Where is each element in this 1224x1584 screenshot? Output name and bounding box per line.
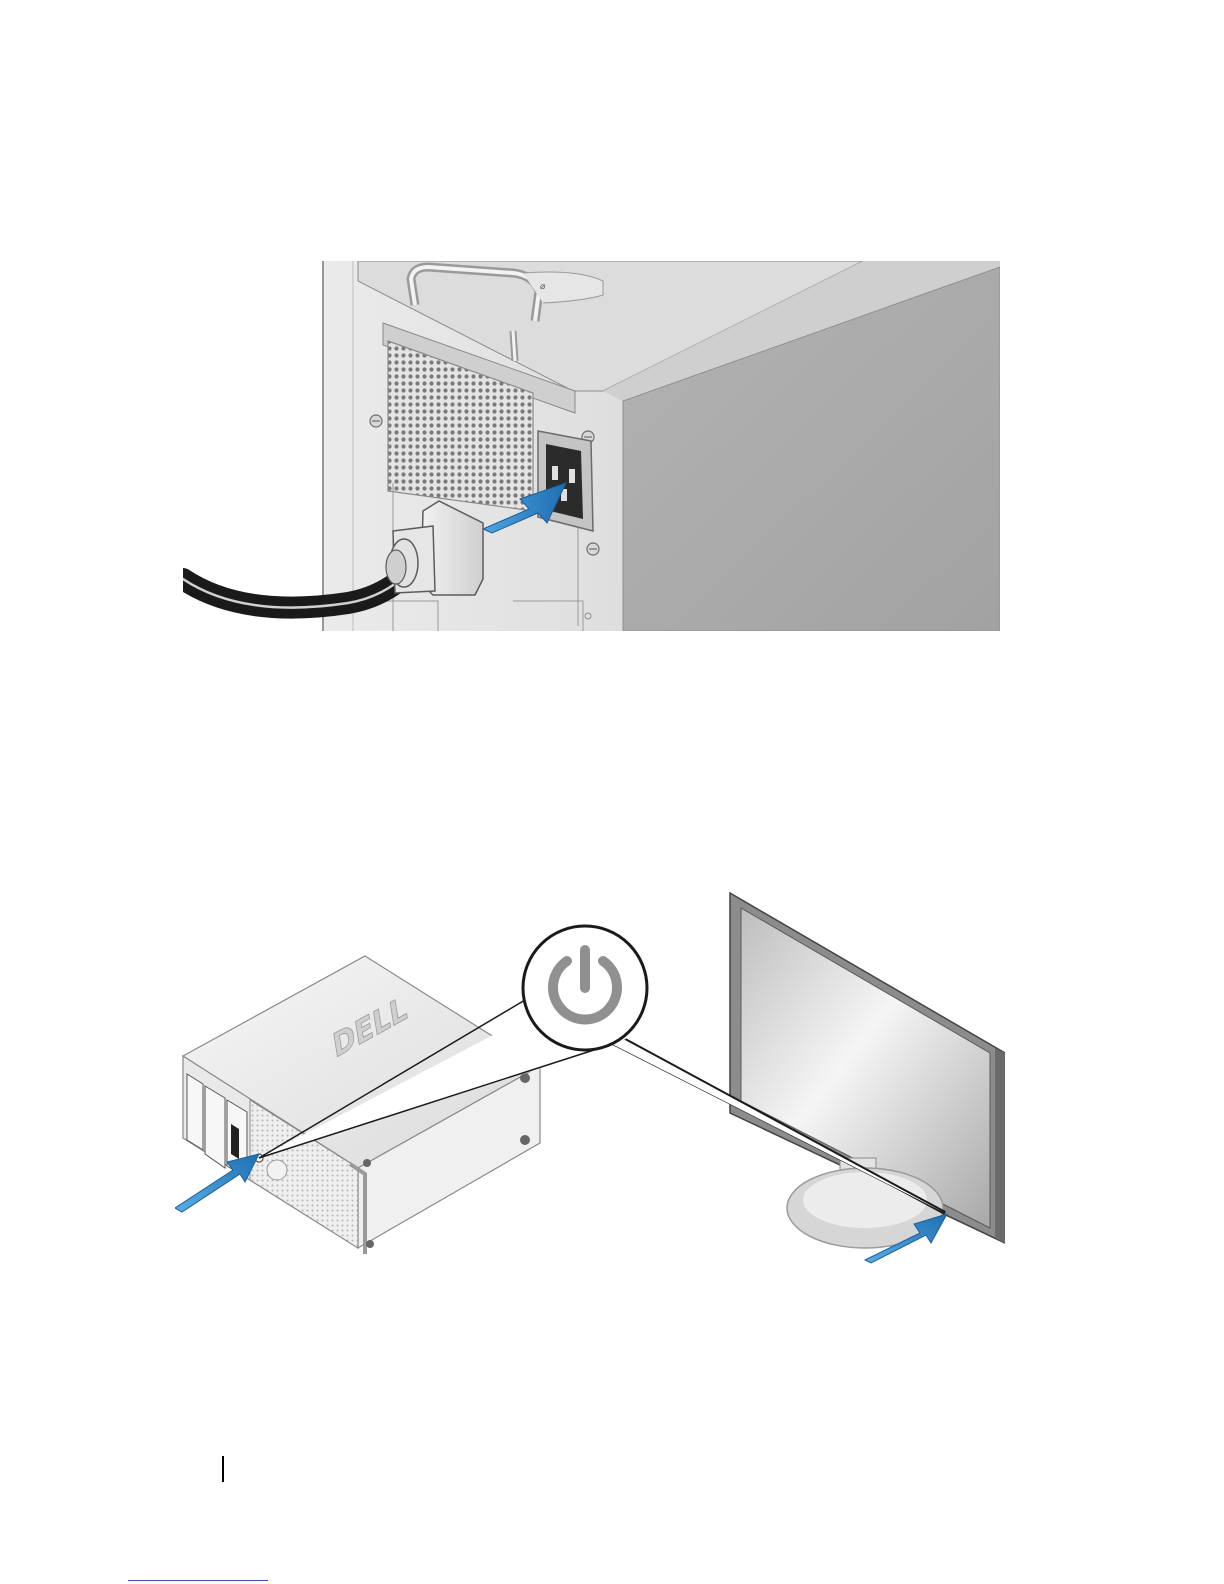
power-cable-svg: ⌀	[183, 261, 1000, 631]
svg-text:⌀: ⌀	[540, 282, 546, 292]
power-on-illustration: DELL	[175, 888, 1005, 1273]
monitor-icon	[730, 893, 1005, 1248]
power-on-svg: DELL	[175, 888, 1005, 1273]
power-cable-illustration: ⌀	[183, 261, 1000, 631]
footer-link-underline[interactable]	[128, 1580, 268, 1581]
page-margin-rule	[222, 1456, 224, 1482]
